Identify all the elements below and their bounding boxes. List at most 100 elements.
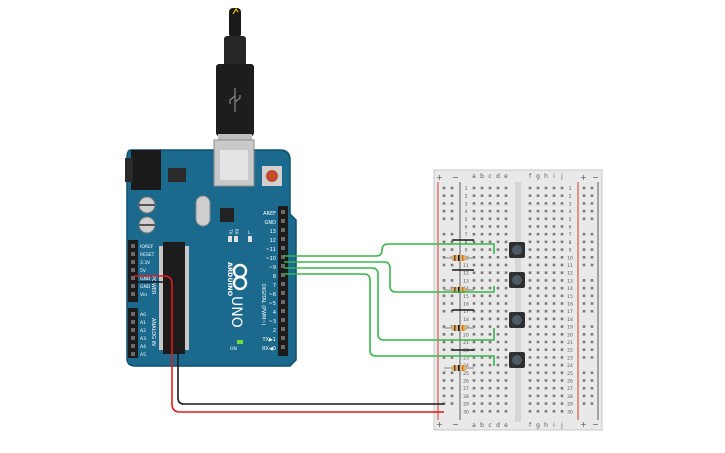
breadboard-hole[interactable] [472, 394, 476, 398]
breadboard-hole[interactable] [536, 194, 540, 197]
breadboard-hole[interactable] [496, 363, 500, 367]
rail-hole[interactable] [442, 309, 446, 313]
breadboard-hole[interactable] [536, 356, 540, 359]
breadboard-hole[interactable] [488, 325, 492, 328]
rail-hole[interactable] [582, 309, 586, 313]
rail-hole[interactable] [590, 248, 594, 251]
breadboard-hole[interactable] [472, 317, 476, 321]
breadboard-hole[interactable] [488, 302, 492, 305]
rail-hole[interactable] [582, 240, 586, 244]
breadboard-hole[interactable] [488, 209, 492, 213]
breadboard-hole[interactable] [536, 225, 540, 228]
breadboard-hole[interactable] [560, 232, 564, 236]
breadboard-hole[interactable] [488, 333, 492, 336]
breadboard-hole[interactable] [496, 386, 500, 390]
rail-hole[interactable] [590, 371, 594, 375]
breadboard-hole[interactable] [552, 217, 556, 221]
breadboard-hole[interactable] [536, 202, 540, 205]
breadboard-hole[interactable] [496, 271, 500, 274]
rail-hole[interactable] [450, 371, 454, 375]
rail-hole[interactable] [590, 279, 594, 282]
breadboard-hole[interactable] [536, 286, 540, 290]
breadboard-hole[interactable] [488, 402, 492, 405]
breadboard-hole[interactable] [480, 348, 484, 351]
breadboard-hole[interactable] [560, 317, 564, 321]
breadboard-hole[interactable] [544, 371, 548, 375]
breadboard-hole[interactable] [488, 309, 492, 313]
breadboard-hole[interactable] [488, 186, 492, 190]
breadboard-hole[interactable] [552, 186, 556, 190]
breadboard-hole[interactable] [472, 271, 476, 274]
breadboard-hole[interactable] [552, 348, 556, 351]
breadboard-hole[interactable] [544, 363, 548, 367]
breadboard-hole[interactable] [544, 209, 548, 213]
breadboard-hole[interactable] [544, 279, 548, 282]
breadboard-hole[interactable] [544, 302, 548, 305]
breadboard-hole[interactable] [528, 202, 532, 205]
digital-pin-hole[interactable] [281, 345, 285, 349]
breadboard-hole[interactable] [544, 271, 548, 274]
breadboard-hole[interactable] [528, 225, 532, 228]
breadboard-hole[interactable] [504, 194, 508, 197]
breadboard-hole[interactable] [472, 263, 476, 267]
resistor[interactable] [444, 365, 474, 371]
breadboard-hole[interactable] [480, 256, 484, 259]
breadboard-hole[interactable] [560, 394, 564, 398]
breadboard-hole[interactable] [560, 363, 564, 367]
breadboard-hole[interactable] [528, 240, 532, 244]
breadboard-hole[interactable] [472, 286, 476, 290]
rail-hole[interactable] [582, 394, 586, 398]
rail-hole[interactable] [442, 348, 446, 351]
breadboard-hole[interactable] [536, 363, 540, 367]
breadboard-hole[interactable] [552, 410, 556, 413]
breadboard-hole[interactable] [528, 325, 532, 328]
breadboard-hole[interactable] [480, 225, 484, 228]
breadboard-hole[interactable] [504, 279, 508, 282]
digital-pin-hole[interactable] [281, 336, 285, 340]
breadboard-hole[interactable] [560, 217, 564, 221]
breadboard-hole[interactable] [472, 333, 476, 336]
breadboard-hole[interactable] [488, 394, 492, 398]
breadboard-hole[interactable] [536, 217, 540, 221]
breadboard-hole[interactable] [544, 256, 548, 259]
rail-hole[interactable] [442, 217, 446, 221]
rail-hole[interactable] [442, 202, 446, 205]
resistor[interactable] [444, 325, 474, 331]
breadboard-hole[interactable] [552, 302, 556, 305]
analog-pin-hole[interactable] [131, 344, 135, 348]
rail-hole[interactable] [582, 356, 586, 359]
breadboard-hole[interactable] [480, 333, 484, 336]
breadboard-hole[interactable] [528, 402, 532, 405]
breadboard-hole[interactable] [472, 325, 476, 328]
breadboard-hole[interactable] [504, 232, 508, 236]
breadboard-hole[interactable] [536, 348, 540, 351]
breadboard-hole[interactable] [552, 209, 556, 213]
rail-hole[interactable] [442, 248, 446, 251]
analog-pin-hole[interactable] [131, 352, 135, 356]
digital-pin-hole[interactable] [281, 282, 285, 286]
breadboard-hole[interactable] [472, 402, 476, 405]
breadboard-hole[interactable] [496, 309, 500, 313]
breadboard-hole[interactable] [552, 286, 556, 290]
rail-hole[interactable] [590, 232, 594, 236]
breadboard-hole[interactable] [488, 348, 492, 351]
rail-hole[interactable] [450, 263, 454, 267]
breadboard-hole[interactable] [536, 294, 540, 298]
rail-hole[interactable] [590, 309, 594, 313]
breadboard-hole[interactable] [504, 317, 508, 321]
breadboard-hole[interactable] [544, 333, 548, 336]
power-pin-hole[interactable] [131, 244, 135, 248]
breadboard-hole[interactable] [504, 263, 508, 267]
breadboard-hole[interactable] [488, 217, 492, 221]
rail-hole[interactable] [590, 394, 594, 398]
breadboard-hole[interactable] [488, 340, 492, 344]
breadboard-hole[interactable] [536, 386, 540, 390]
breadboard-hole[interactable] [504, 394, 508, 398]
breadboard-hole[interactable] [552, 363, 556, 367]
digital-pin-hole[interactable] [281, 246, 285, 250]
breadboard-hole[interactable] [496, 302, 500, 305]
breadboard-hole[interactable] [480, 317, 484, 321]
power-pin-hole[interactable] [131, 276, 135, 280]
breadboard-hole[interactable] [560, 348, 564, 351]
breadboard-hole[interactable] [560, 256, 564, 259]
